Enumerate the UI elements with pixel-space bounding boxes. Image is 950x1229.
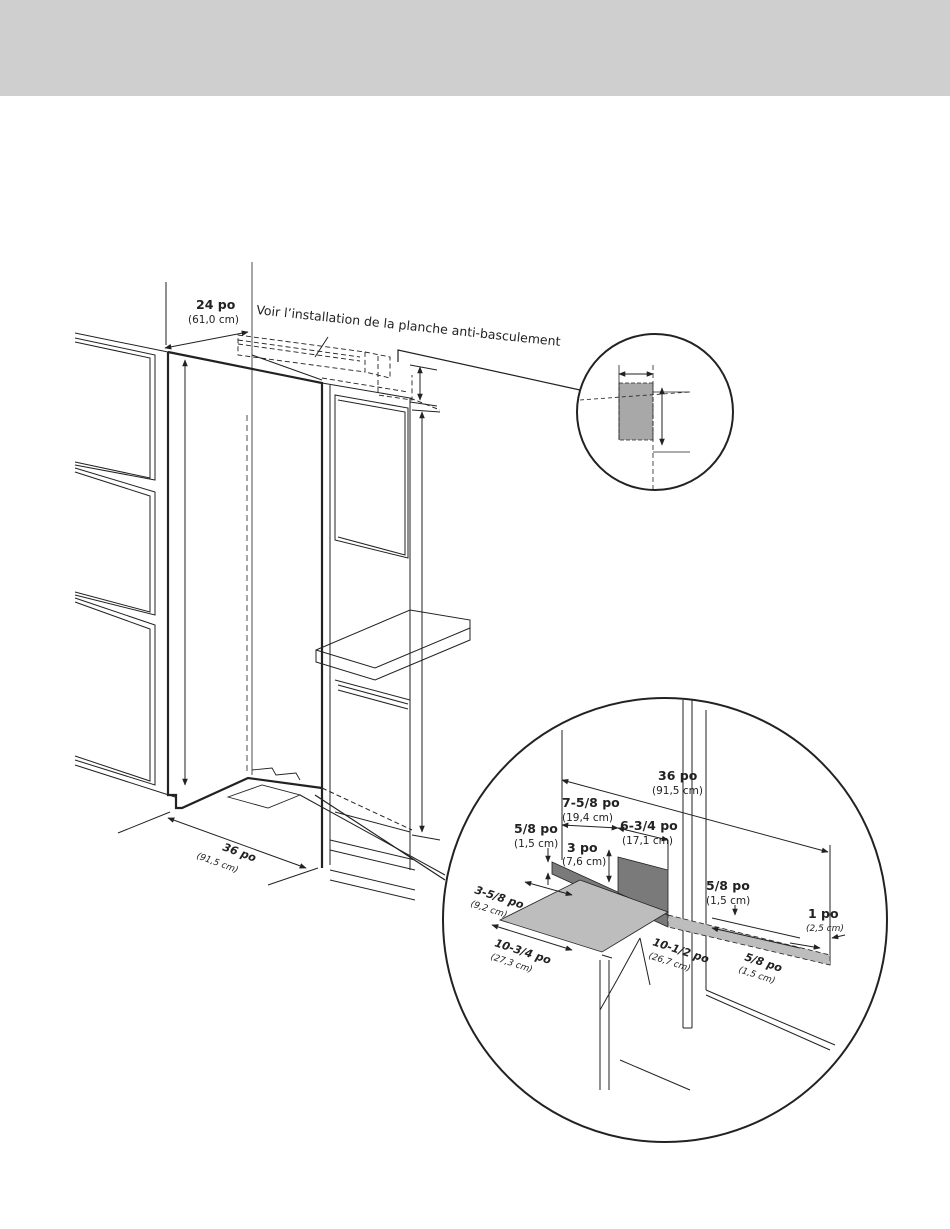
left-cabinets: [75, 333, 175, 797]
height-cm: (7,6 cm): [562, 856, 606, 868]
seg-a-in: 7-5/8 po: [562, 795, 620, 810]
appliance-cavity: [168, 262, 322, 868]
seg-b-cm: (17,1 cm): [622, 835, 673, 847]
detail-width-in: 36 po: [658, 768, 698, 783]
seg-a-cm: (19,4 cm): [562, 812, 613, 824]
inset-detail-small: [577, 334, 733, 490]
left-gap-in: 5/8 po: [514, 821, 558, 836]
inset-detail-large: [315, 698, 887, 1142]
edge-in: 1 po: [808, 906, 839, 921]
depth-in-label: 24 po: [196, 297, 236, 312]
right-cabinets: [300, 383, 470, 900]
seg-b-in: 6-3/4 po: [620, 818, 678, 833]
right-gap-cm: (1,5 cm): [706, 895, 750, 907]
edge-cm: (2,5 cm): [806, 924, 844, 934]
anti-tip-board: [238, 335, 412, 400]
left-gap-cm: (1,5 cm): [514, 838, 558, 850]
depth-cm-label: (61,0 cm): [188, 314, 239, 326]
right-gap-in: 5/8 po: [706, 878, 750, 893]
detail-width-cm: (91,5 cm): [652, 785, 703, 797]
anti-tip-note: Voir l’installation de la planche anti-b…: [256, 302, 562, 349]
height-in: 3 po: [567, 840, 598, 855]
